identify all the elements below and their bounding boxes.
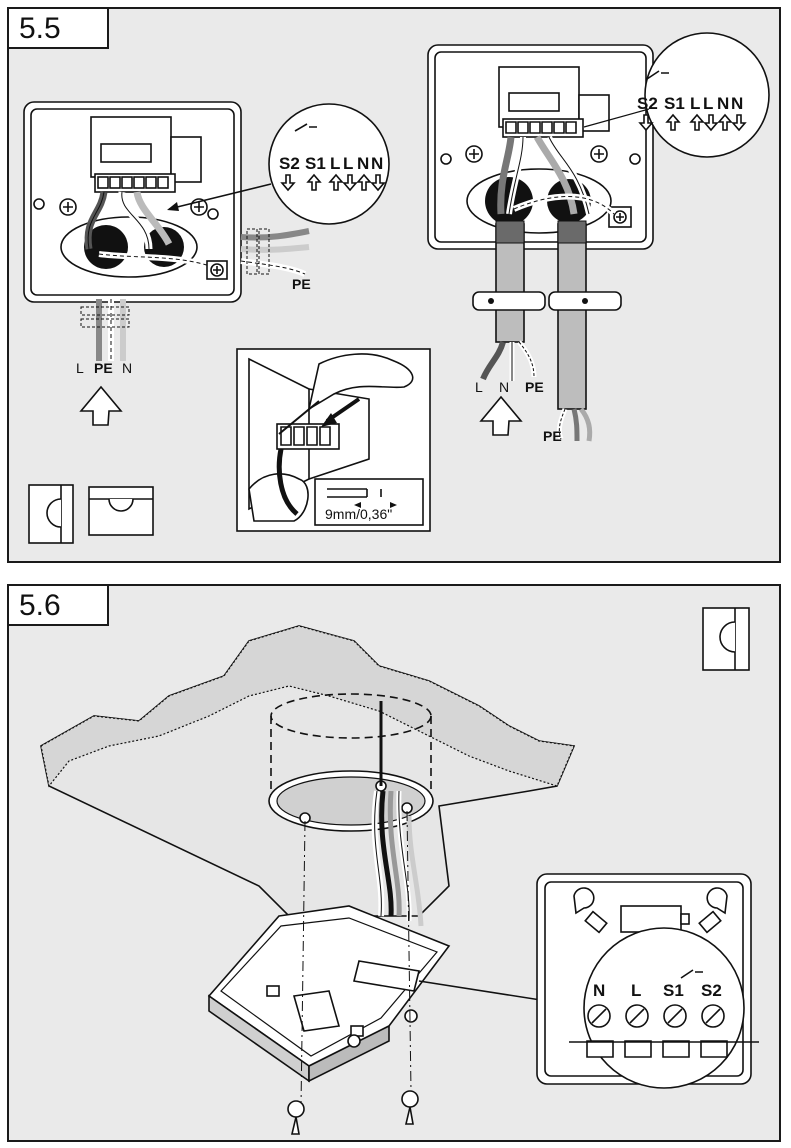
step-number: 5.6 <box>9 586 109 626</box>
right-terminal-n2: N <box>731 94 743 113</box>
left-wire-l: L <box>76 360 84 376</box>
left-terminal-magnifier <box>268 103 390 225</box>
left-feed-arrow-icon <box>79 385 123 426</box>
right-feed-arrow-icon <box>479 395 523 436</box>
right-terminal-l2: L <box>703 94 713 113</box>
step-5-6-panel: 5.6 <box>7 584 781 1142</box>
wire-insertion-inset <box>236 348 431 532</box>
right-terminal-arrows <box>638 113 747 132</box>
strip-length-label: 9mm/0,36" <box>325 506 392 522</box>
step-5-6-illustration: N L S1 S2 <box>40 607 759 1135</box>
right-wire-pe: PE <box>525 379 544 395</box>
left-terminal-arrows <box>280 173 386 192</box>
wires-to-device <box>371 790 424 927</box>
left-terminal-n1: N <box>357 154 369 173</box>
step-number: 5.5 <box>9 9 109 49</box>
left-terminal-l2: L <box>343 154 353 173</box>
right-terminal-n1: N <box>717 94 729 113</box>
right-wire-l: L <box>475 379 483 395</box>
step-5-5-illustration: S2 S1 L L N N PE L PE N <box>23 32 770 544</box>
wall-mount-icon <box>28 484 74 544</box>
left-terminal-s2: S2 <box>279 154 300 173</box>
right-pe-label: PE <box>543 428 562 444</box>
left-terminal-l1: L <box>330 154 340 173</box>
terminal-detail <box>536 873 759 1089</box>
left-wire-pe: PE <box>94 360 113 376</box>
right-terminal-s2: S2 <box>637 94 658 113</box>
left-pe-label: PE <box>292 276 311 292</box>
mounting-screws <box>287 810 419 1135</box>
terminal-l: L <box>631 981 641 1000</box>
terminal-n: N <box>593 981 605 1000</box>
terminal-s1: S1 <box>663 981 684 1000</box>
ceiling-slab <box>40 625 576 917</box>
right-wire-n: N <box>499 379 509 395</box>
right-terminal-s1: S1 <box>664 94 685 113</box>
left-wire-n: N <box>122 360 132 376</box>
left-terminal-s1: S1 <box>305 154 326 173</box>
left-wall-device <box>23 101 310 361</box>
terminal-s2: S2 <box>701 981 722 1000</box>
left-terminal-n2: N <box>371 154 383 173</box>
wall-mount-icon <box>702 607 750 671</box>
right-terminal-l1: L <box>690 94 700 113</box>
right-wall-device <box>427 44 654 442</box>
ceiling-mount-icon <box>88 486 154 536</box>
device-base-plate <box>207 905 451 1083</box>
step-5-5-panel: 5.5 <box>7 7 781 563</box>
